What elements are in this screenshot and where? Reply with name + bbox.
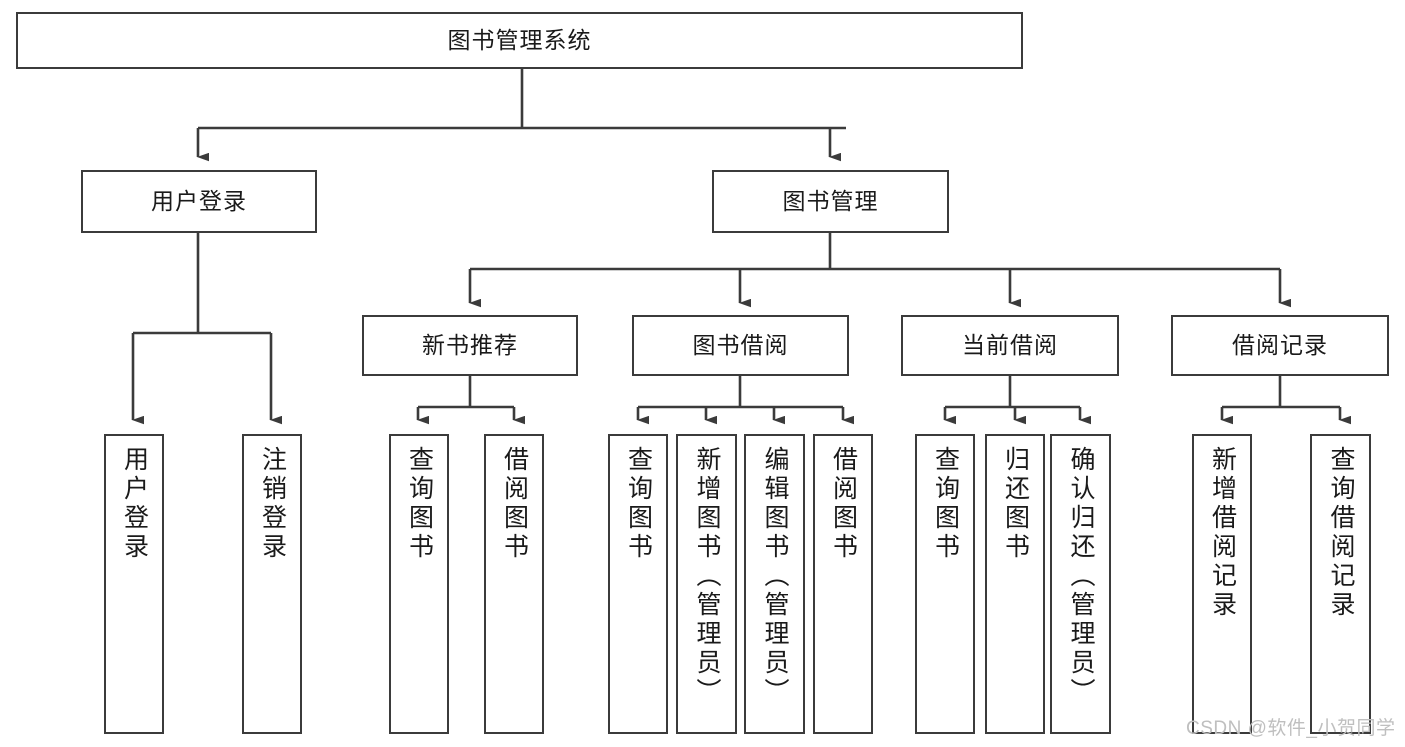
leaf-edit-book-admin[interactable]: 编辑图书（管理员） (744, 434, 805, 734)
leaf-add-book-admin[interactable]: 新增图书（管理员） (676, 434, 737, 734)
leaf-user-login[interactable]: 用户登录 (104, 434, 164, 734)
leaf-label: 借阅图书 (829, 446, 858, 562)
leaf-label: 新增图书（管理员） (693, 446, 721, 707)
leaf-label: 新增借阅记录 (1208, 446, 1237, 620)
node-label: 借阅记录 (1232, 331, 1328, 358)
node-label: 新书推荐 (422, 331, 518, 358)
node-label: 图书管理系统 (447, 26, 592, 53)
leaf-label: 查询图书 (624, 446, 653, 562)
leaf-label: 查询借阅记录 (1327, 446, 1355, 620)
node-current-borrow[interactable]: 当前借阅 (901, 315, 1119, 376)
leaf-borrow-book-new[interactable]: 借阅图书 (484, 434, 544, 734)
leaf-confirm-return-admin[interactable]: 确认归还（管理员） (1050, 434, 1111, 734)
leaf-query-book-new[interactable]: 查询图书 (389, 434, 449, 734)
leaf-label: 确认归还（管理员） (1067, 446, 1095, 707)
node-label: 当前借阅 (962, 331, 1058, 358)
leaf-return-book[interactable]: 归还图书 (985, 434, 1045, 734)
node-label: 图书管理 (782, 187, 879, 214)
node-label: 图书借阅 (692, 331, 789, 358)
leaf-query-borrow-record[interactable]: 查询借阅记录 (1310, 434, 1371, 734)
leaf-label: 查询图书 (931, 446, 960, 562)
node-root-book-management-system[interactable]: 图书管理系统 (16, 12, 1023, 69)
leaf-logout[interactable]: 注销登录 (242, 434, 302, 734)
watermark-text: CSDN @软件_小贺同学 (1186, 718, 1396, 739)
leaf-label: 用户登录 (120, 446, 149, 562)
node-book-management[interactable]: 图书管理 (712, 170, 949, 233)
leaf-borrow-book[interactable]: 借阅图书 (813, 434, 873, 734)
leaf-add-borrow-record[interactable]: 新增借阅记录 (1192, 434, 1252, 734)
leaf-label: 注销登录 (258, 446, 287, 562)
node-user-login[interactable]: 用户登录 (81, 170, 317, 233)
leaf-label: 借阅图书 (500, 446, 529, 562)
node-borrow-record[interactable]: 借阅记录 (1171, 315, 1389, 376)
node-new-book-recommend[interactable]: 新书推荐 (362, 315, 578, 376)
leaf-label: 编辑图书（管理员） (761, 446, 789, 707)
leaf-query-book-borrow[interactable]: 查询图书 (608, 434, 668, 734)
leaf-label: 查询图书 (405, 446, 434, 562)
leaf-label: 归还图书 (1001, 446, 1030, 562)
node-book-borrow[interactable]: 图书借阅 (632, 315, 849, 376)
leaf-query-book-current[interactable]: 查询图书 (915, 434, 975, 734)
node-label: 用户登录 (151, 187, 247, 214)
